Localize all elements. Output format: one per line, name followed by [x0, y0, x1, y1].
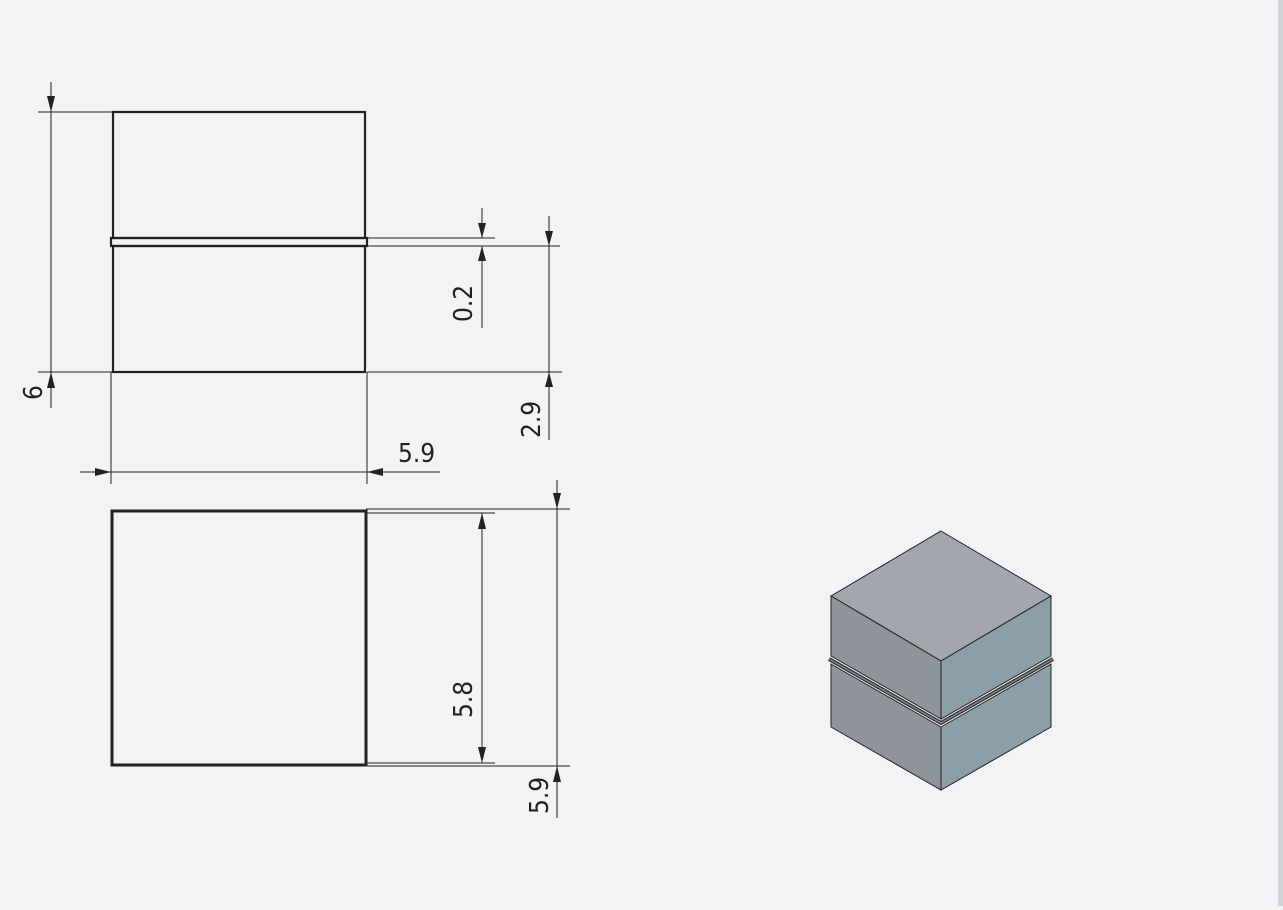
arrowhead — [553, 766, 561, 782]
top-view-square — [110, 509, 368, 767]
arrowhead — [47, 96, 55, 112]
dim-label-gap: 0.2 — [449, 285, 479, 322]
arrowhead — [478, 513, 486, 529]
top-view — [110, 509, 368, 767]
dim-label-total-height: 6 — [19, 385, 49, 400]
front-gap-band — [109, 236, 369, 248]
dim-front-total-height: 6 — [19, 82, 113, 408]
arrowhead — [47, 372, 55, 388]
arrowhead — [545, 231, 553, 246]
front-lower-block — [111, 244, 367, 374]
arrowhead — [95, 468, 111, 476]
arrowhead — [478, 246, 486, 261]
arrowhead — [367, 468, 383, 476]
dim-front-lower-height: 2.9 — [367, 216, 562, 440]
dim-label-inner-depth: 5.8 — [449, 681, 479, 718]
dim-label-width: 5.9 — [398, 439, 435, 469]
front-upper-block — [111, 110, 367, 240]
arrowhead — [478, 223, 486, 238]
dim-label-outer-depth: 5.9 — [525, 777, 555, 814]
sheet-border — [1278, 0, 1283, 906]
isometric-view — [828, 530, 1054, 791]
dim-front-width: 5.9 — [80, 372, 440, 484]
dim-front-gap: 0.2 — [367, 208, 560, 328]
front-view — [109, 110, 369, 374]
dim-top-outer-depth: 5.9 — [366, 480, 570, 818]
dim-label-lower-height: 2.9 — [517, 401, 547, 438]
dim-top-inner-depth: 5.8 — [366, 512, 495, 764]
arrowhead — [545, 372, 553, 387]
arrowhead — [553, 493, 561, 509]
arrowhead — [478, 747, 486, 763]
